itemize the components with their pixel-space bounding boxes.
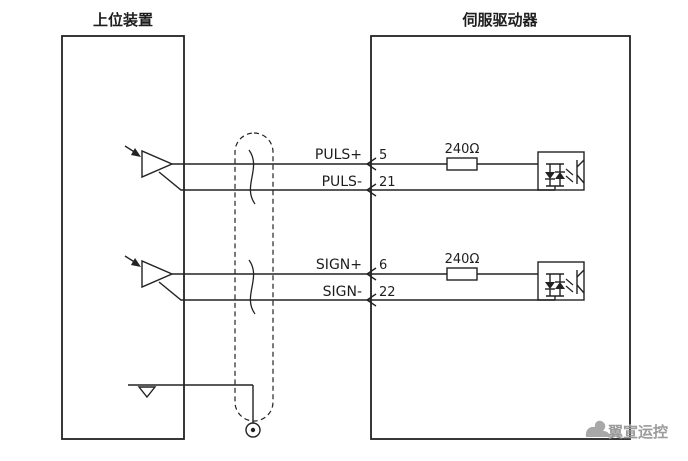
host-device-title: 上位装置	[93, 11, 153, 29]
puls-resistor-value: 240Ω	[445, 142, 480, 157]
sign-channel-labels: SIGN+ 6 SIGN- 22 240Ω	[316, 252, 480, 300]
servo-drive-box	[370, 35, 631, 440]
ground-symbol-icon	[137, 386, 157, 399]
sign-minus-label: SIGN-	[323, 284, 362, 300]
shield-earth-icon	[245, 422, 261, 438]
puls-channel-labels: PULS+ 5 PULS- 21 240Ω	[315, 142, 480, 190]
sign-plus-pin: 6	[379, 258, 387, 273]
sign-minus-pin: 22	[379, 285, 396, 300]
twist-symbol-puls	[248, 149, 256, 205]
puls-minus-pin: 21	[379, 175, 396, 190]
watermark: 翼宣运控	[585, 420, 668, 441]
puls-plus-pin: 5	[379, 148, 387, 163]
twist-symbol-sign	[248, 259, 256, 315]
puls-plus-label: PULS+	[315, 147, 362, 163]
host-device-box	[61, 35, 185, 440]
servo-drive-title: 伺服驱动器	[461, 11, 538, 29]
watermark-bird-icon	[585, 420, 610, 437]
ground-connection	[128, 384, 261, 438]
sign-plus-label: SIGN+	[316, 257, 362, 273]
puls-minus-label: PULS-	[322, 174, 362, 190]
shielded-cable-outline	[234, 132, 274, 422]
sign-resistor-value: 240Ω	[445, 252, 480, 267]
watermark-text: 翼宣运控	[607, 423, 668, 441]
